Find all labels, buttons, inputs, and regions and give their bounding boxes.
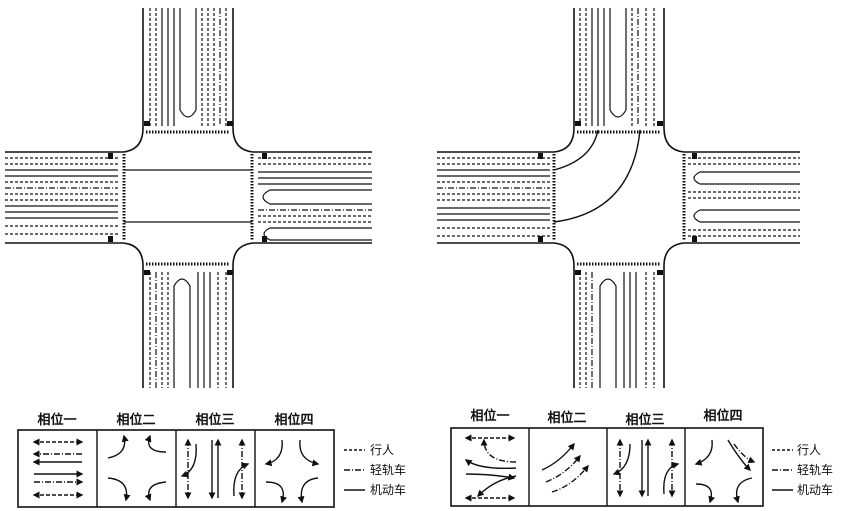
left-east-lanes [258, 157, 372, 241]
left-phase-label-2: 相位二 [116, 412, 155, 428]
left-legend-light-rail-label: 轻轨车 [370, 462, 406, 477]
left-intersection-plan [5, 8, 372, 388]
right-rail-curve-b [553, 129, 641, 223]
left-phase-panel: 相位一 相位二 相位三 相位四 [17, 412, 406, 508]
right-phase-label-4: 相位四 [703, 408, 742, 424]
left-curb-outline [5, 8, 372, 388]
right-phase-1-arrows [464, 434, 517, 502]
right-phase-label-3: 相位三 [625, 412, 664, 428]
right-phase-4-arrows [694, 439, 756, 504]
right-legend-vehicle-label: 机动车 [797, 482, 833, 497]
right-phase-label-2: 相位二 [547, 410, 586, 426]
right-intersection-plan [437, 8, 800, 388]
right-phase-panel: 相位一 相位二 相位三 相位四 [450, 408, 833, 507]
right-signal-heads [538, 121, 697, 275]
left-legend: 行人 轻轨车 机动车 [344, 443, 406, 497]
right-west-lanes [437, 157, 550, 237]
left-stop-bars [122, 130, 254, 266]
left-phase-2-arrows [107, 434, 167, 502]
left-legend-vehicle-label: 机动车 [370, 482, 406, 497]
right-legend-pedestrian-label: 行人 [797, 443, 821, 457]
left-signal-heads [108, 121, 267, 275]
right-phase-label-1: 相位一 [470, 408, 509, 424]
left-phase-label-3: 相位三 [195, 412, 234, 428]
right-stop-bars [552, 130, 686, 266]
right-phase-3-arrows [612, 438, 680, 498]
left-legend-pedestrian-label: 行人 [370, 443, 394, 457]
left-phase-label-1: 相位一 [37, 412, 76, 428]
right-east-lanes [688, 157, 800, 237]
right-legend-light-rail-label: 轻轨车 [797, 462, 833, 477]
right-legend: 行人 轻轨车 机动车 [772, 443, 833, 497]
right-phase-2-arrows [541, 442, 589, 493]
left-phase-1-arrows [32, 438, 84, 499]
right-south-lanes [579, 272, 655, 388]
left-north-lanes [149, 8, 227, 126]
left-west-lanes [5, 157, 118, 235]
left-phase-4-arrows [264, 439, 320, 504]
right-curb-outline [437, 8, 800, 388]
right-north-lanes [579, 8, 655, 126]
left-phase-3-arrows [180, 438, 250, 500]
right-rail-curve-a [553, 129, 599, 171]
left-phase-label-4: 相位四 [274, 412, 313, 428]
left-south-lanes [149, 272, 227, 388]
